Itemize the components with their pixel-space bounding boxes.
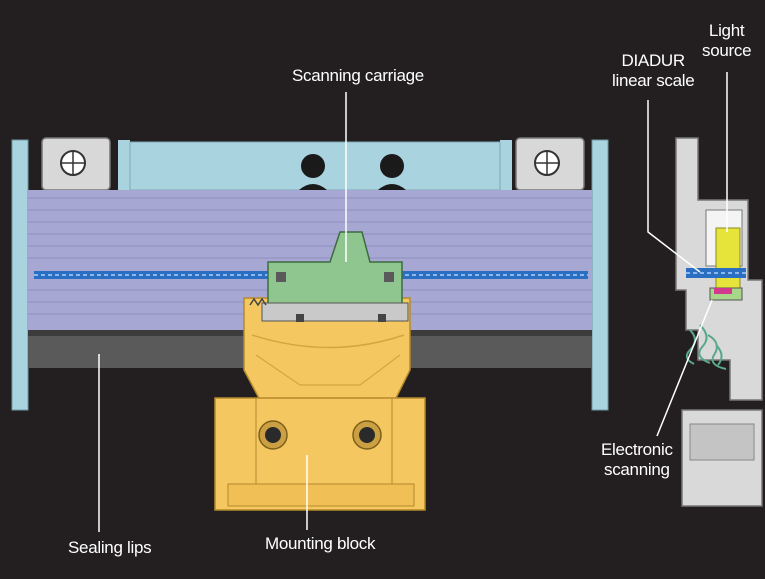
right-screw-bracket — [515, 137, 585, 191]
electronic-scanning-label-line-1: Electronic — [601, 440, 673, 459]
electronic-scanning-label: Electronic scanning — [601, 440, 673, 480]
leader-electronic-scanning — [656, 299, 713, 437]
scale-body-ribs — [28, 197, 592, 315]
mounting-block-label: Mounting block — [265, 534, 376, 553]
sealing-wires — [685, 324, 727, 370]
electronic-scanning-label-line-2: scanning — [604, 460, 670, 479]
right-end-cap — [591, 139, 609, 411]
light-source-label: Light source — [702, 21, 752, 61]
light-source-label-line-1: Light — [708, 21, 745, 40]
leader-lines — [98, 72, 728, 532]
photo-sensor — [714, 288, 732, 294]
plate-hole — [380, 154, 404, 178]
leader-diadur-scale — [647, 100, 701, 273]
plate-hole — [301, 154, 325, 178]
mounting-block — [214, 297, 426, 511]
diadur-scale-label-line-2: linear scale — [612, 71, 695, 90]
diadur-scale-label-line-1: DIADUR — [621, 51, 686, 70]
cross-section — [675, 137, 763, 507]
left-end-cap — [11, 139, 29, 411]
light-source-label-line-2: source — [702, 41, 752, 60]
sealing-lips-label: Sealing lips — [68, 538, 152, 557]
diadur-scale-label: DIADUR linear scale — [612, 51, 695, 91]
scanning-carriage-label: Scanning carriage — [292, 66, 424, 85]
scanning-carriage — [249, 231, 409, 322]
left-screw-bracket — [41, 137, 111, 191]
light-source-block — [715, 227, 741, 289]
